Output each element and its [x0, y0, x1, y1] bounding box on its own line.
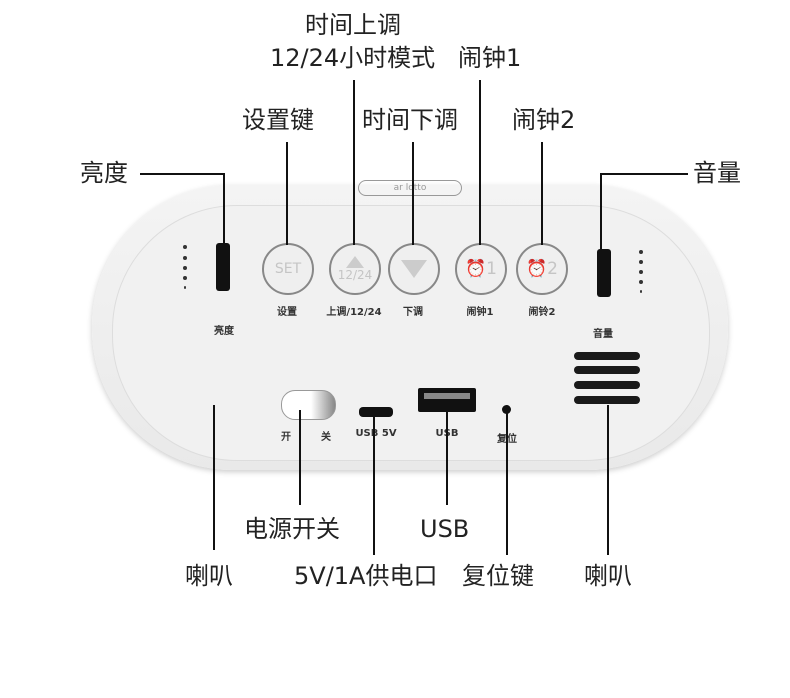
leader-line	[600, 173, 688, 175]
micro-usb-label: USB 5V	[355, 428, 397, 439]
up-label: 上调/12/24	[326, 307, 382, 318]
leader-line	[373, 415, 375, 555]
speaker-slot	[574, 352, 640, 360]
up-button[interactable]: 12/24	[329, 243, 381, 295]
leader-line	[286, 142, 288, 245]
alarm-clock-icon: ⏰	[465, 259, 487, 279]
level-dot	[639, 280, 643, 284]
leader-line	[506, 412, 508, 555]
callout-alarm2: 闹钟2	[512, 106, 576, 134]
leader-line	[299, 410, 301, 505]
callout-usb: USB	[420, 515, 470, 543]
switch-on-label: 开	[281, 432, 291, 443]
mode-face: 12/24	[337, 268, 373, 282]
level-dot	[183, 276, 187, 280]
brightness-knob[interactable]	[216, 243, 230, 291]
down-button[interactable]	[388, 243, 440, 295]
level-dot	[640, 290, 642, 293]
callout-time-down: 时间下调	[362, 106, 458, 134]
leader-line	[541, 142, 543, 245]
level-dot	[639, 250, 643, 254]
brightness-label: 亮度	[214, 326, 234, 337]
volume-knob[interactable]	[597, 249, 611, 297]
alarm1-face: 1	[486, 259, 497, 279]
set-button[interactable]: SET	[262, 243, 314, 295]
alarm2-face: 2	[547, 259, 558, 279]
alarm1-label: 闹钟1	[466, 307, 494, 318]
alarm2-button[interactable]: ⏰2	[516, 243, 568, 295]
power-switch[interactable]	[281, 390, 336, 420]
leader-line	[412, 142, 414, 245]
speaker-slot	[574, 381, 640, 389]
callout-time-up: 时间上调	[305, 11, 401, 39]
down-label: 下调	[403, 307, 423, 318]
speaker-slot	[574, 366, 640, 374]
alarm1-button[interactable]: ⏰1	[455, 243, 507, 295]
leader-line	[223, 173, 225, 245]
speaker-slot	[574, 396, 640, 404]
callout-volume: 音量	[693, 159, 741, 187]
level-dot	[639, 270, 643, 274]
callout-speaker-left: 喇叭	[185, 562, 233, 590]
callout-mode: 12/24小时模式	[270, 44, 436, 72]
level-dot	[183, 256, 187, 260]
callout-reset: 复位键	[462, 562, 534, 590]
callout-speaker-right: 喇叭	[584, 562, 632, 590]
callout-set-key: 设置键	[242, 106, 314, 134]
leader-line	[479, 80, 481, 245]
triangle-up-icon	[346, 256, 364, 268]
set-label: 设置	[277, 307, 297, 318]
leader-line	[353, 80, 355, 245]
alarm-clock-icon: ⏰	[526, 259, 548, 279]
volume-label: 音量	[593, 329, 613, 340]
level-dot	[184, 286, 186, 289]
leader-line	[600, 173, 602, 251]
leader-line	[607, 405, 609, 555]
set-face: SET	[274, 261, 302, 277]
logo: ar lotto	[358, 180, 462, 196]
reset-hole[interactable]	[502, 405, 511, 414]
level-dot	[183, 266, 187, 270]
switch-off-label: 关	[321, 432, 331, 443]
alarm2-label: 闹铃2	[528, 307, 556, 318]
callout-power-switch: 电源开关	[244, 515, 340, 543]
leader-line	[213, 405, 215, 550]
callout-brightness: 亮度	[80, 159, 128, 187]
callout-power-port: 5V/1A供电口	[294, 562, 438, 590]
leader-line	[446, 408, 448, 505]
leader-line	[140, 173, 225, 175]
micro-usb-port	[359, 407, 393, 417]
level-dot	[639, 260, 643, 264]
level-dot	[183, 245, 187, 249]
triangle-down-icon	[401, 260, 427, 278]
callout-alarm1: 闹钟1	[458, 44, 522, 72]
